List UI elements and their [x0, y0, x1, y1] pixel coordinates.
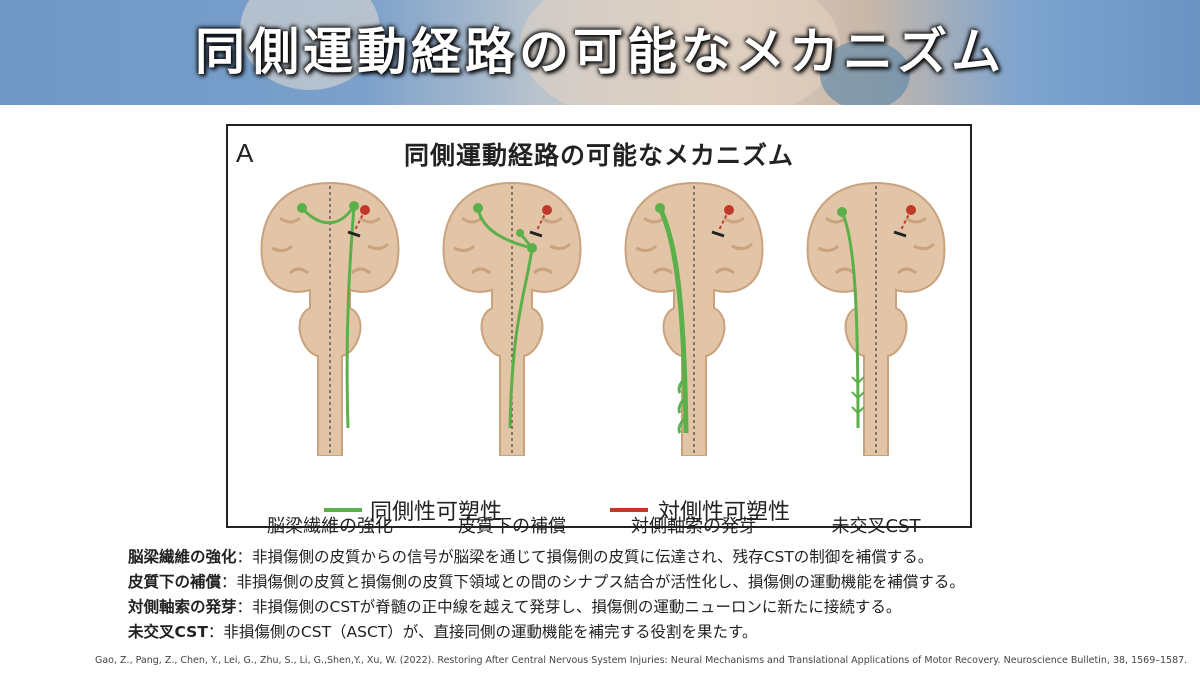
panel-label: 対側軸索の発芽 [631, 516, 757, 537]
title-banner: 同側運動経路の可能なメカニズム [0, 0, 1200, 105]
description-line: 未交叉CST：非損傷側のCST（ASCT）が、直接同側の運動機能を補完する役割を… [128, 622, 757, 643]
brain-diagram-sprouting [624, 181, 764, 456]
description-line: 皮質下の補償：非損傷側の皮質と損傷側の皮質下領域との間のシナプス結合が活性化し、… [128, 572, 965, 593]
panel-callosal: 脳梁繊維の強化 [250, 178, 410, 537]
banner-title: 同側運動経路の可能なメカニズム [195, 22, 1005, 81]
figure-panel-letter: A [236, 138, 254, 168]
description-term: 対側軸索の発芽 [128, 598, 237, 616]
description-term: 脳梁繊維の強化 [128, 548, 237, 566]
description-line: 脳梁繊維の強化：非損傷側の皮質からの信号が脳梁を通じて損傷側の皮質に伝達され、残… [128, 547, 933, 568]
description-text: ：非損傷側のCSTが脊髄の正中線を越えて発芽し、損傷側の運動ニューロンに新たに接… [236, 598, 902, 616]
brain-diagram-subcortical [442, 181, 582, 456]
banner-decoration [520, 0, 840, 105]
legend-label-ipsilateral: 同側性可塑性 [370, 500, 503, 525]
description-term: 皮質下の補償 [128, 573, 222, 591]
description-line: 対側軸索の発芽：非損傷側のCSTが脊髄の正中線を越えて発芽し、損傷側の運動ニュー… [128, 597, 901, 618]
panel-subcortical: 皮質下の補償 [432, 178, 592, 537]
legend-label-contralateral: 対側性可塑性 [658, 500, 791, 525]
panel-axonal-sprouting: 対側軸索の発芽 [614, 178, 774, 537]
legend-swatch-ipsilateral [324, 508, 362, 512]
mechanism-figure: A 同側運動経路の可能なメカニズム 脳梁繊維の強化 [226, 124, 972, 537]
citation: Gao, Z., Pang, Z., Chen, Y., Lei, G., Zh… [95, 655, 1188, 666]
description-text: ：非損傷側の皮質からの信号が脳梁を通じて損傷側の皮質に伝達され、残存CSTの制御… [236, 548, 934, 566]
banner-decoration [820, 40, 910, 105]
legend-swatch-contralateral [610, 508, 648, 512]
panel-label: 脳梁繊維の強化 [267, 516, 393, 537]
panel-uncrossed-cst: 未交叉CST [796, 178, 956, 537]
brain-diagram-callosal [260, 181, 400, 456]
description-text: ：非損傷側の皮質と損傷側の皮質下領域との間のシナプス結合が活性化し、損傷側の運動… [221, 573, 965, 591]
panel-label: 未交叉CST [831, 516, 921, 537]
description-term: 未交叉CST [128, 623, 208, 641]
figure-title: 同側運動経路の可能なメカニズム [403, 141, 794, 170]
panel-label: 皮質下の補償 [458, 516, 566, 537]
description-text: ：非損傷側のCST（ASCT）が、直接同側の運動機能を補完する役割を果たす。 [207, 623, 758, 641]
brain-diagram-uncrossed [806, 181, 946, 456]
